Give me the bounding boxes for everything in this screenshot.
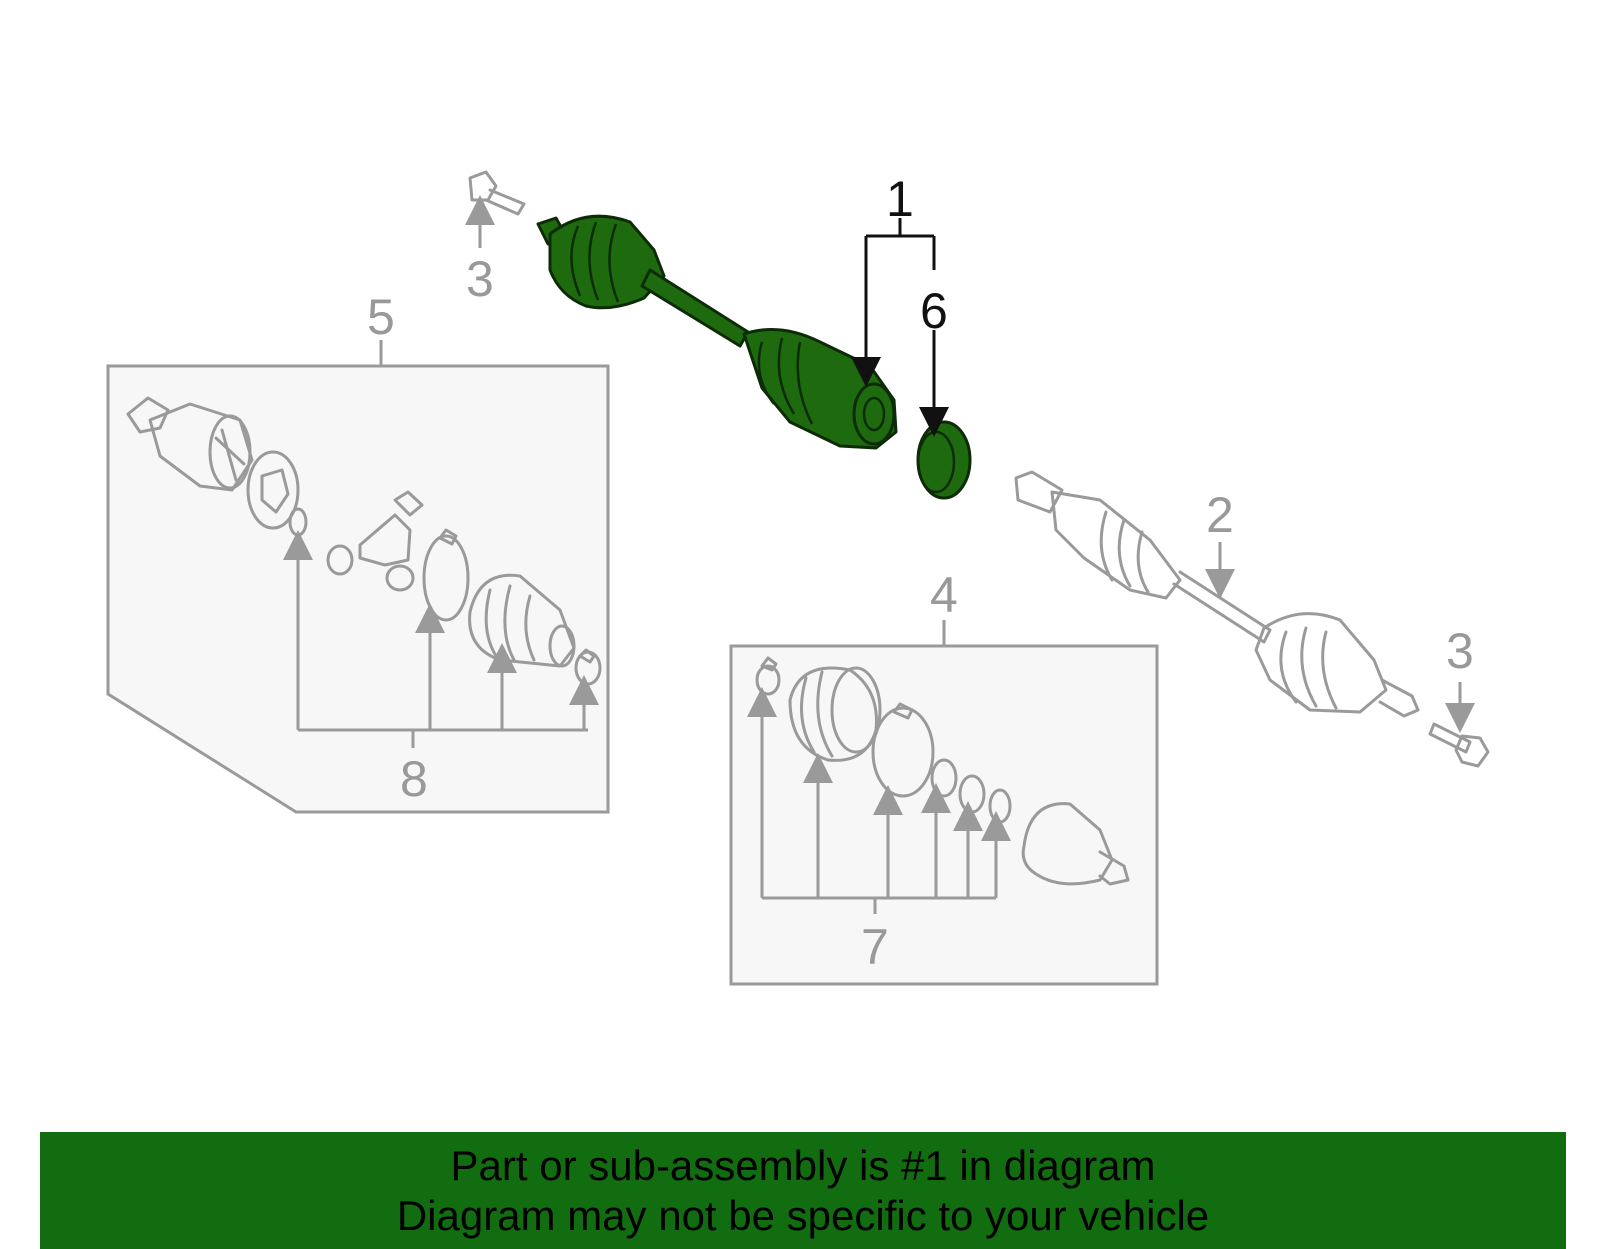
- leaders-1-6: [851, 218, 949, 437]
- axle-assembly-1-highlighted: [536, 214, 898, 450]
- inner-joint-housing: [126, 396, 254, 492]
- info-banner: Part or sub-assembly is #1 in diagram Di…: [40, 1132, 1566, 1249]
- box-5-inner-joint-kit: [106, 340, 610, 814]
- callout-5: 5: [367, 289, 395, 345]
- tripod: [326, 490, 424, 592]
- axle-shaft-2: [1014, 470, 1420, 718]
- bolt-3-right: [1428, 682, 1490, 768]
- banner-line-2: Diagram may not be specific to your vehi…: [396, 1191, 1210, 1239]
- callout-1: 1: [886, 171, 914, 227]
- callout-7: 7: [861, 919, 889, 975]
- parts-diagram: 1 6 3 5 2 3 4 8 7: [106, 170, 1490, 986]
- boot-clamp-4: [871, 702, 935, 798]
- flange-plate: [246, 450, 300, 530]
- box-4-outer-joint-kit: [729, 620, 1159, 986]
- callout-3-top: 3: [466, 251, 494, 307]
- bolt-3-top: [465, 170, 526, 248]
- callout-3-right: 3: [1446, 623, 1474, 679]
- leaders-7: [747, 687, 1011, 914]
- leaders-8: [283, 530, 599, 748]
- banner-line-1: Part or sub-assembly is #1 in diagram: [450, 1141, 1156, 1189]
- callout-2: 2: [1206, 487, 1234, 543]
- callout-6: 6: [920, 283, 948, 339]
- part-6-seal-ring: [916, 420, 972, 500]
- outer-joint: [1021, 802, 1130, 886]
- callout-4: 4: [930, 567, 958, 623]
- boot-clamp-5: [422, 528, 470, 622]
- callout-8: 8: [400, 751, 428, 807]
